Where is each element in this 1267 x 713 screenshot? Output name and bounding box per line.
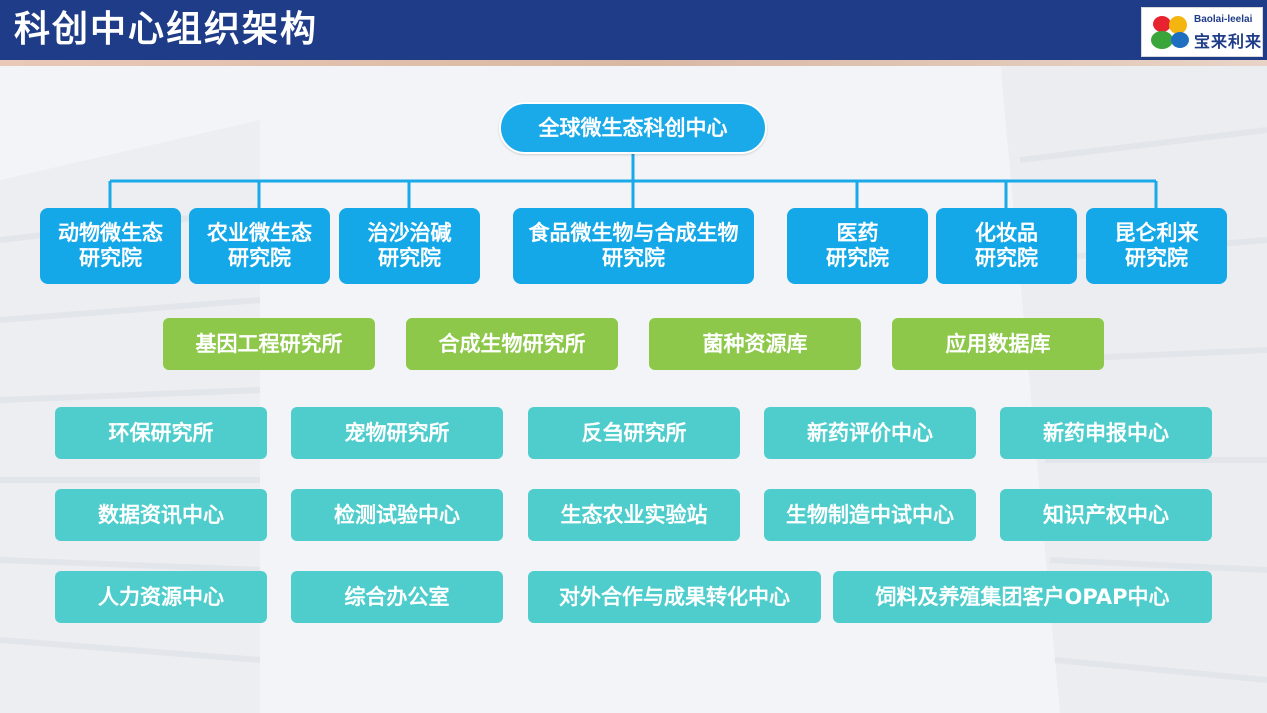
center-external-cooperation: 对外合作与成果转化中心	[528, 571, 821, 623]
institute-food-synthetic-biology: 食品微生物与合成生物 研究院	[513, 208, 754, 284]
center-human-resources: 人力资源中心	[55, 571, 267, 623]
center-feed-opap-clients: 饲料及养殖集团客户OPAP中心	[833, 571, 1212, 623]
lab-strain-bank: 菌种资源库	[649, 318, 861, 370]
center-environmental: 环保研究所	[55, 407, 267, 459]
page-title: 科创中心组织架构	[14, 9, 319, 50]
institute-kunlun: 昆仑利来 研究院	[1086, 208, 1227, 284]
logo-mark-icon	[1151, 16, 1189, 49]
center-testing: 检测试验中心	[291, 489, 503, 541]
center-general-office: 综合办公室	[291, 571, 503, 623]
institute-animal-microecology: 动物微生态 研究院	[40, 208, 181, 284]
header-accent-stripe	[0, 60, 1267, 66]
center-biomanufacturing-pilot: 生物制造中试中心	[764, 489, 976, 541]
lab-application-database: 应用数据库	[892, 318, 1104, 370]
center-ruminant: 反刍研究所	[528, 407, 740, 459]
lab-genetic-engineering: 基因工程研究所	[163, 318, 375, 370]
institute-medicine: 医药 研究院	[787, 208, 928, 284]
center-intellectual-property: 知识产权中心	[1000, 489, 1212, 541]
center-eco-agriculture-station: 生态农业实验站	[528, 489, 740, 541]
logo-english-text: Baolai-leelai	[1194, 14, 1253, 25]
institute-desert-alkali: 治沙治碱 研究院	[339, 208, 480, 284]
center-data-information: 数据资讯中心	[55, 489, 267, 541]
institute-agriculture-microecology: 农业微生态 研究院	[189, 208, 330, 284]
company-logo: Baolai-leelai 宝来利来	[1141, 7, 1263, 57]
center-drug-evaluation: 新药评价中心	[764, 407, 976, 459]
root-node: 全球微生态科创中心	[499, 102, 767, 154]
institute-cosmetics: 化妆品 研究院	[936, 208, 1077, 284]
lab-synthetic-biology: 合成生物研究所	[406, 318, 618, 370]
center-drug-registration: 新药申报中心	[1000, 407, 1212, 459]
header-bar	[0, 0, 1267, 60]
logo-chinese-text: 宝来利来	[1194, 32, 1263, 51]
center-pet: 宠物研究所	[291, 407, 503, 459]
